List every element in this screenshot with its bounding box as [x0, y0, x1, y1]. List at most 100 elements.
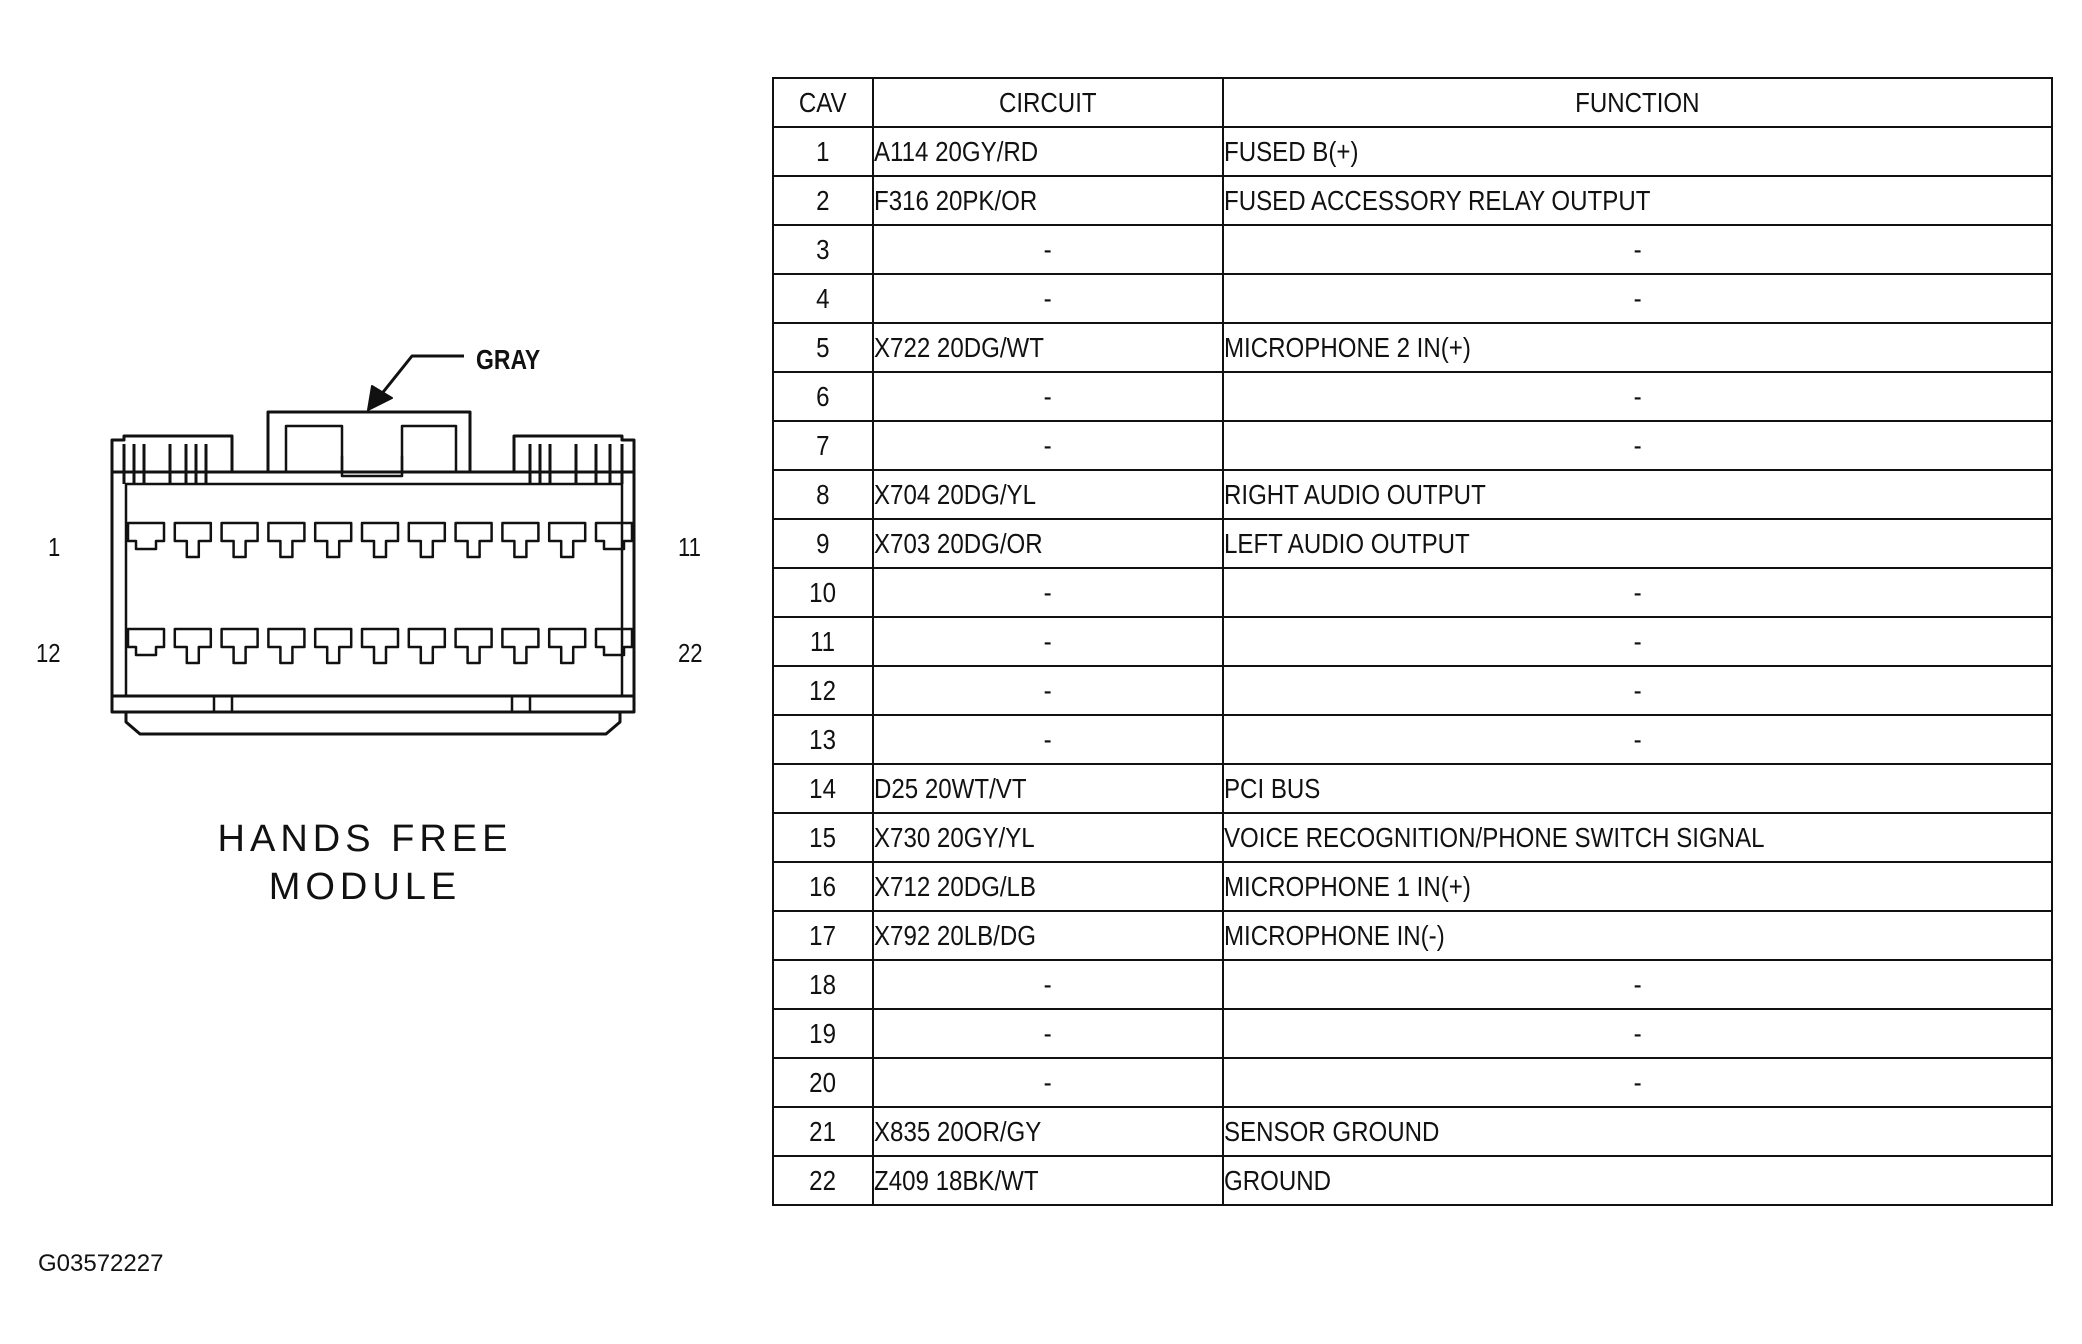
terminal-cavity [594, 627, 634, 657]
header-cav: CAV [772, 77, 874, 128]
terminal-cavity [360, 521, 400, 559]
terminal-cavity [220, 521, 259, 559]
table-row: 10-- [772, 567, 2053, 618]
terminal-cavity [501, 521, 540, 559]
function-cell: GROUND [1222, 1155, 2053, 1206]
pin-label-top-left: 1 [48, 532, 61, 562]
function-cell: - [1222, 371, 2053, 422]
table-row: 19-- [772, 1008, 2053, 1059]
terminal-cavity [407, 521, 447, 559]
connector-housing [110, 410, 636, 736]
circuit-cell: F316 20PK/OR [872, 175, 1224, 226]
module-title-line2: MODULE [268, 866, 462, 908]
circuit-cell: - [872, 1008, 1224, 1059]
reference-code: G03572227 [38, 1250, 164, 1277]
cav-cell: 21 [772, 1106, 874, 1157]
table-row: 13-- [772, 714, 2053, 765]
cav-cell: 17 [772, 910, 874, 961]
circuit-cell: A114 20GY/RD [872, 126, 1224, 177]
cav-cell: 22 [772, 1155, 874, 1206]
table-row: 20-- [772, 1057, 2053, 1108]
circuit-cell: X722 20DG/WT [872, 322, 1224, 373]
terminal-cavity [173, 627, 213, 665]
circuit-cell: - [872, 616, 1224, 667]
cav-cell: 20 [772, 1057, 874, 1108]
table-row: 3-- [772, 224, 2053, 275]
cav-cell: 5 [772, 322, 874, 373]
circuit-cell: X703 20DG/OR [872, 518, 1224, 569]
terminal-cavity [126, 627, 166, 657]
table-row: 12-- [772, 665, 2053, 716]
circuit-cell: D25 20WT/VT [872, 763, 1224, 814]
header-circuit: CIRCUIT [872, 77, 1224, 128]
table-row: 18-- [772, 959, 2053, 1010]
cav-cell: 14 [772, 763, 874, 814]
table-header-row: CAV CIRCUIT FUNCTION [772, 77, 2053, 128]
circuit-cell: X704 20DG/YL [872, 469, 1224, 520]
function-cell: FUSED ACCESSORY RELAY OUTPUT [1222, 175, 2053, 226]
terminal-cavity [594, 521, 634, 551]
function-cell: - [1222, 567, 2053, 618]
terminal-cavity [313, 627, 353, 665]
circuit-cell: X712 20DG/LB [872, 861, 1224, 912]
cav-cell: 3 [772, 224, 874, 275]
cav-cell: 16 [772, 861, 874, 912]
circuit-cell: - [872, 371, 1224, 422]
cav-cell: 2 [772, 175, 874, 226]
pin-label-bottom-right: 22 [678, 638, 703, 668]
function-cell: - [1222, 714, 2053, 765]
color-callout-arrow [367, 354, 464, 411]
function-cell: - [1222, 420, 2053, 471]
function-cell: LEFT AUDIO OUTPUT [1222, 518, 2053, 569]
circuit-cell: - [872, 959, 1224, 1010]
terminal-cavity [360, 627, 400, 665]
header-function: FUNCTION [1222, 77, 2053, 128]
function-cell: MICROPHONE 1 IN(+) [1222, 861, 2053, 912]
cav-cell: 18 [772, 959, 874, 1010]
function-cell: VOICE RECOGNITION/PHONE SWITCH SIGNAL [1222, 812, 2053, 863]
function-cell: SENSOR GROUND [1222, 1106, 2053, 1157]
terminal-cavity [220, 627, 259, 665]
pin-label-bottom-left: 12 [36, 638, 61, 668]
terminal-cavity [454, 627, 493, 665]
function-cell: MICROPHONE IN(-) [1222, 910, 2053, 961]
function-cell: FUSED B(+) [1222, 126, 2053, 177]
terminal-cavity [173, 521, 213, 559]
connector-diagram [110, 354, 636, 736]
terminal-cavity [501, 627, 540, 665]
cav-cell: 15 [772, 812, 874, 863]
function-cell: PCI BUS [1222, 763, 2053, 814]
cav-cell: 6 [772, 371, 874, 422]
circuit-cell: - [872, 714, 1224, 765]
circuit-cell: X835 20OR/GY [872, 1106, 1224, 1157]
cav-cell: 1 [772, 126, 874, 177]
module-title: HANDS FREE MODULE [180, 815, 550, 911]
pin-label-top-right: 11 [678, 532, 701, 562]
cav-cell: 19 [772, 1008, 874, 1059]
terminal-cavity [126, 521, 166, 551]
cav-cell: 13 [772, 714, 874, 765]
function-cell: - [1222, 1008, 2053, 1059]
module-title-line1: HANDS FREE [217, 818, 513, 860]
cav-cell: 11 [772, 616, 874, 667]
function-cell: - [1222, 665, 2053, 716]
circuit-cell: X792 20LB/DG [872, 910, 1224, 961]
function-cell: - [1222, 616, 2053, 667]
circuit-cell: - [872, 273, 1224, 324]
function-cell: - [1222, 273, 2053, 324]
function-cell: - [1222, 224, 2053, 275]
circuit-cell: - [872, 224, 1224, 275]
terminal-cavity [547, 627, 587, 665]
circuit-cell: - [872, 567, 1224, 618]
table-row: 4-- [772, 273, 2053, 324]
terminal-cavity [267, 521, 306, 559]
